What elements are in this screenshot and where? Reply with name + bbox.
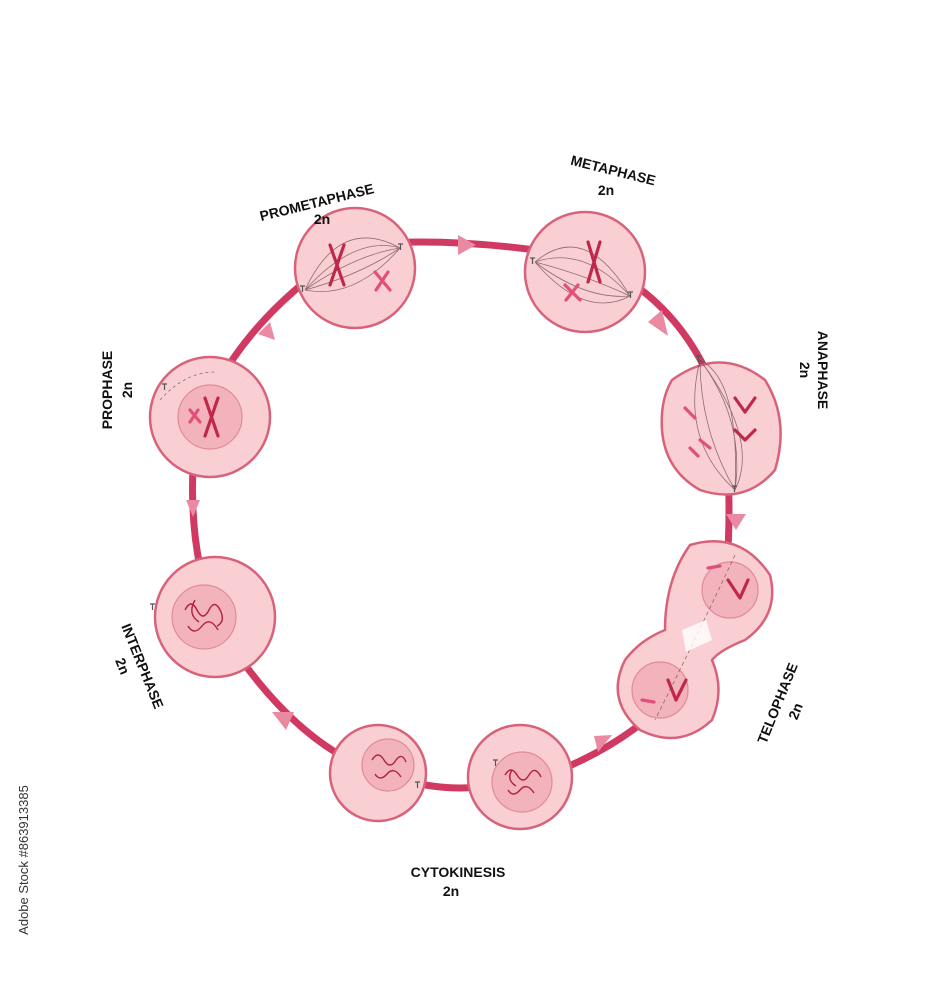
arrow-metaphase-to-anaphase [648,310,668,336]
arrow-interphase-to-prophase [186,500,200,517]
arrow-prometaphase-to-metaphase [458,235,476,255]
metaphase-cell [523,210,647,334]
stock-id-text: Adobe Stock #863913385 [16,785,31,935]
cytokinesis-cell-right [466,723,574,831]
prophase-label: PROPHASE [99,351,115,430]
prometaphase-ploidy: 2n [314,211,330,227]
prometaphase-cell [293,206,417,330]
prophase-ploidy: 2n [119,382,135,398]
telophase-ploidy: 2n [785,701,806,722]
interphase-cell [150,555,277,679]
arrow-cytokinesis-to-interphase [272,712,294,730]
arrow-anaphase-to-telophase [726,514,746,530]
metaphase-ploidy: 2n [598,182,614,198]
arrow-prophase-to-prometaphase [258,322,275,340]
interphase-ploidy: 2n [112,656,133,677]
cytokinesis-cell-left [328,723,428,823]
cytokinesis-ploidy: 2n [443,883,459,899]
anaphase-label: ANAPHASE [815,331,831,410]
anaphase-ploidy: 2n [797,362,813,378]
arrow-telophase-to-cytokinesis [594,735,612,752]
cytokinesis-label: CYTOKINESIS [411,864,506,880]
telophase-cell [616,540,774,740]
prophase-cell [148,355,272,479]
anaphase-cell [660,355,782,496]
